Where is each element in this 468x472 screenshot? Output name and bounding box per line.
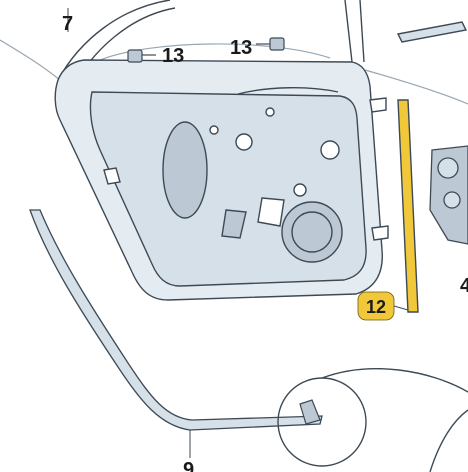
mounting-hole bbox=[209, 125, 219, 135]
callout-13-left: 13 bbox=[162, 45, 184, 67]
window-regulator-motor bbox=[429, 145, 468, 245]
detail-magnifier bbox=[277, 368, 468, 472]
mounting-hole bbox=[293, 183, 307, 197]
outline-line-roof bbox=[99, 43, 331, 61]
motor-gear bbox=[437, 157, 459, 179]
clip-13-right bbox=[256, 37, 285, 51]
frame-outer-arc bbox=[57, 0, 171, 81]
panel-cutout bbox=[103, 167, 121, 185]
window-rail bbox=[237, 87, 339, 95]
lower-weatherstrip bbox=[29, 209, 323, 431]
speaker-opening-upper bbox=[162, 121, 208, 219]
door-inner-panel bbox=[54, 59, 389, 301]
frame-b-pillar-inner bbox=[359, 0, 365, 63]
clip-13-left bbox=[127, 49, 156, 63]
outline-line-right bbox=[364, 69, 468, 105]
callout-7: 7 bbox=[62, 13, 73, 35]
door-seal-strip-highlighted bbox=[397, 99, 419, 313]
hinge-bracket bbox=[369, 97, 387, 113]
mounting-hole bbox=[320, 140, 340, 160]
outline-line-left bbox=[0, 39, 61, 81]
panel-cutout bbox=[257, 197, 285, 227]
callout-9: 9 bbox=[183, 459, 194, 472]
callout-13-right: 13 bbox=[230, 37, 252, 59]
clip-body bbox=[269, 37, 285, 51]
leader-line bbox=[393, 305, 409, 311]
motor-gear bbox=[443, 191, 461, 209]
callout-12-badge: 12 bbox=[357, 291, 409, 321]
frame-b-pillar-outer bbox=[344, 0, 353, 63]
detail-guide-line bbox=[321, 368, 468, 393]
mounting-hole bbox=[235, 133, 253, 151]
mounting-hole bbox=[265, 107, 275, 117]
panel-cutout bbox=[221, 209, 247, 239]
window-seal-strip bbox=[396, 21, 468, 43]
speaker-opening-lower bbox=[281, 201, 343, 263]
clip-body bbox=[127, 49, 143, 63]
speaker-ring bbox=[291, 211, 333, 253]
detail-guide-line bbox=[429, 409, 468, 472]
weatherstrip-end-clip bbox=[299, 399, 321, 425]
vehicle-outline-lines bbox=[0, 39, 468, 105]
hinge-bracket bbox=[371, 225, 389, 241]
callout-4-partial: 4 bbox=[460, 275, 468, 297]
callout-12: 12 bbox=[366, 297, 386, 317]
